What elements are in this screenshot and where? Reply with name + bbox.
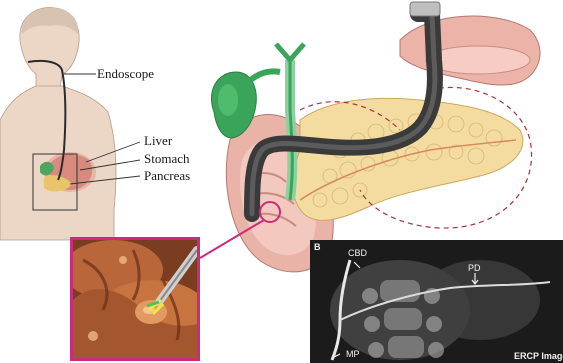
- ercp-xray-panel: B CBD PD MP ERCP Image: [310, 240, 563, 363]
- caption-ercp-image: ERCP Image: [514, 352, 563, 361]
- endoscopic-image: [73, 240, 197, 358]
- label-pd: PD: [468, 264, 481, 273]
- label-cbd: CBD: [348, 249, 367, 258]
- label-stomach: Stomach: [144, 152, 190, 165]
- label-liver: Liver: [144, 134, 172, 147]
- ercp-xray-image: [310, 240, 563, 363]
- endoscopic-view-panel: [70, 237, 200, 361]
- human-figure: [0, 8, 116, 240]
- label-mp: MP: [346, 350, 360, 359]
- label-endoscope: Endoscope: [97, 67, 154, 80]
- label-pancreas: Pancreas: [144, 169, 190, 182]
- panel-letter: B: [314, 243, 321, 252]
- anatomy-cross-section: [200, 2, 540, 272]
